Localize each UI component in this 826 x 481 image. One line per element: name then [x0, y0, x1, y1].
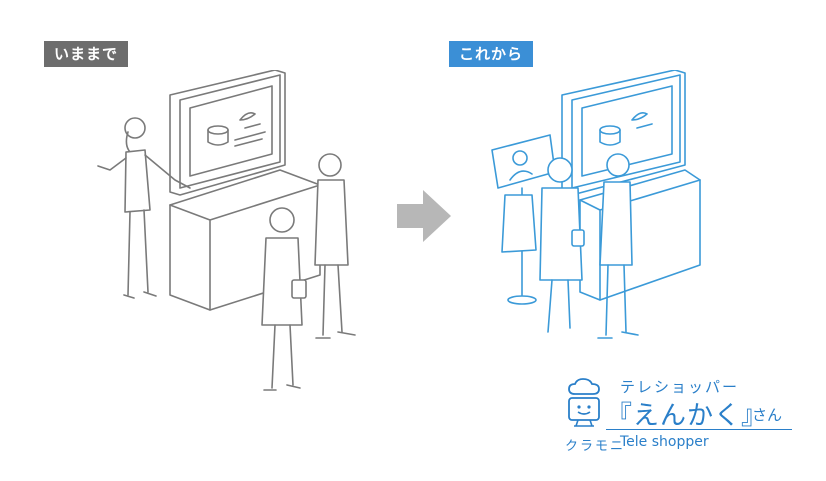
logo-english: Tele shopper [620, 434, 709, 450]
after-illustration [491, 70, 701, 339]
after-customer-woman [539, 157, 585, 333]
label-after: これから [449, 41, 534, 67]
before-staff-woman [97, 117, 191, 299]
logo-divider [606, 429, 792, 430]
before-display-booth [169, 70, 321, 311]
label-before: いままで [44, 41, 129, 67]
arrow-right-icon [397, 190, 451, 242]
logo-brand: クラモニ [565, 439, 626, 454]
before-illustration [97, 70, 356, 391]
logo-suffix: さん [752, 406, 783, 424]
before-customer-man [314, 153, 356, 339]
before-customer-woman [261, 207, 307, 391]
cloud-monitor-icon [568, 378, 600, 427]
logo-kana: テレショッパー [620, 378, 740, 396]
after-customer-man [597, 153, 639, 339]
logo-title: 『えんかく』 [606, 401, 769, 431]
